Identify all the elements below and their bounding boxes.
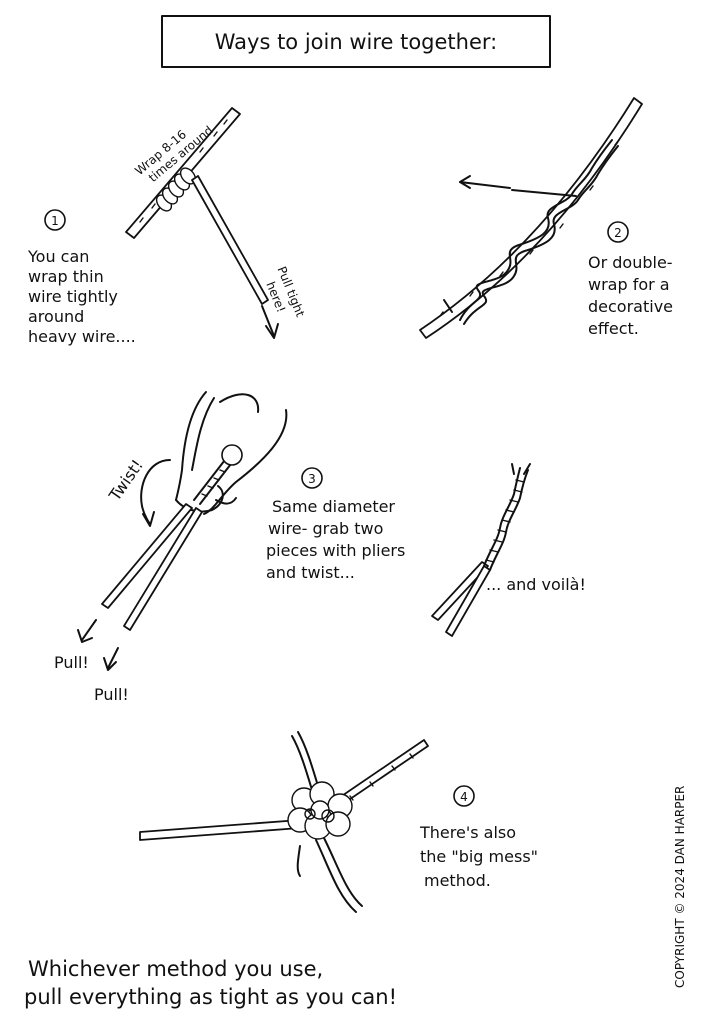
step-4-big-mess-illustration: [139, 731, 429, 913]
step-4-text: There's also the "big mess" method.: [419, 823, 538, 890]
svg-text:3: 3: [308, 472, 316, 486]
title: Ways to join wire together:: [215, 30, 498, 54]
step-2-number: 2: [607, 221, 629, 243]
svg-text:Pull!: Pull!: [94, 685, 129, 704]
svg-text:Or double-: Or double-: [588, 253, 673, 272]
svg-text:wrap thin: wrap thin: [28, 267, 104, 286]
svg-text:wire- grab two: wire- grab two: [268, 519, 383, 538]
svg-text:around: around: [28, 307, 84, 326]
svg-text:wire tightly: wire tightly: [28, 287, 118, 306]
step-3-number: 3: [301, 467, 323, 489]
title-box: Ways to join wire together:: [161, 15, 551, 68]
svg-text:effect.: effect.: [588, 319, 639, 338]
svg-text:wrap for a: wrap for a: [588, 275, 670, 294]
step-1-number: 1: [44, 209, 66, 231]
step-3-text: Same diameter wire- grab two pieces with…: [266, 497, 405, 582]
svg-text:and twist...: and twist...: [266, 563, 355, 582]
step-2-text: Or double- wrap for a decorative effect.: [588, 253, 673, 338]
step-2-illustration: [419, 97, 643, 339]
step-3-pull-labels: Pull! Pull!: [54, 653, 129, 704]
svg-text:You can: You can: [27, 247, 89, 266]
svg-text:the "big mess": the "big mess": [420, 847, 538, 866]
svg-text:There's also: There's also: [419, 823, 516, 842]
step-3-pliers-illustration: [77, 391, 288, 671]
step-3-result-text: ... and voilà!: [486, 575, 586, 594]
copyright: COPYRIGHT © 2024 DAN HARPER: [673, 786, 687, 988]
step-3-twisted-wire-result: [431, 463, 531, 637]
svg-text:pieces with pliers: pieces with pliers: [266, 541, 405, 560]
svg-text:4: 4: [460, 790, 468, 804]
svg-text:decorative: decorative: [588, 297, 673, 316]
svg-text:1: 1: [51, 214, 59, 228]
step-4-number: 4: [453, 785, 475, 807]
svg-text:heavy wire....: heavy wire....: [28, 327, 136, 346]
svg-text:Whichever method you use,: Whichever method you use,: [28, 957, 323, 981]
step-1-text: You can wrap thin wire tightly around he…: [27, 247, 136, 346]
svg-text:2: 2: [614, 226, 622, 240]
svg-text:pull everything as tight as yo: pull everything as tight as you can!: [24, 985, 397, 1009]
step-1-illustration: [125, 107, 279, 339]
svg-text:Pull!: Pull!: [54, 653, 89, 672]
svg-text:Same diameter: Same diameter: [272, 497, 395, 516]
svg-text:method.: method.: [424, 871, 491, 890]
footer: Whichever method you use, pull everythin…: [24, 957, 397, 1009]
